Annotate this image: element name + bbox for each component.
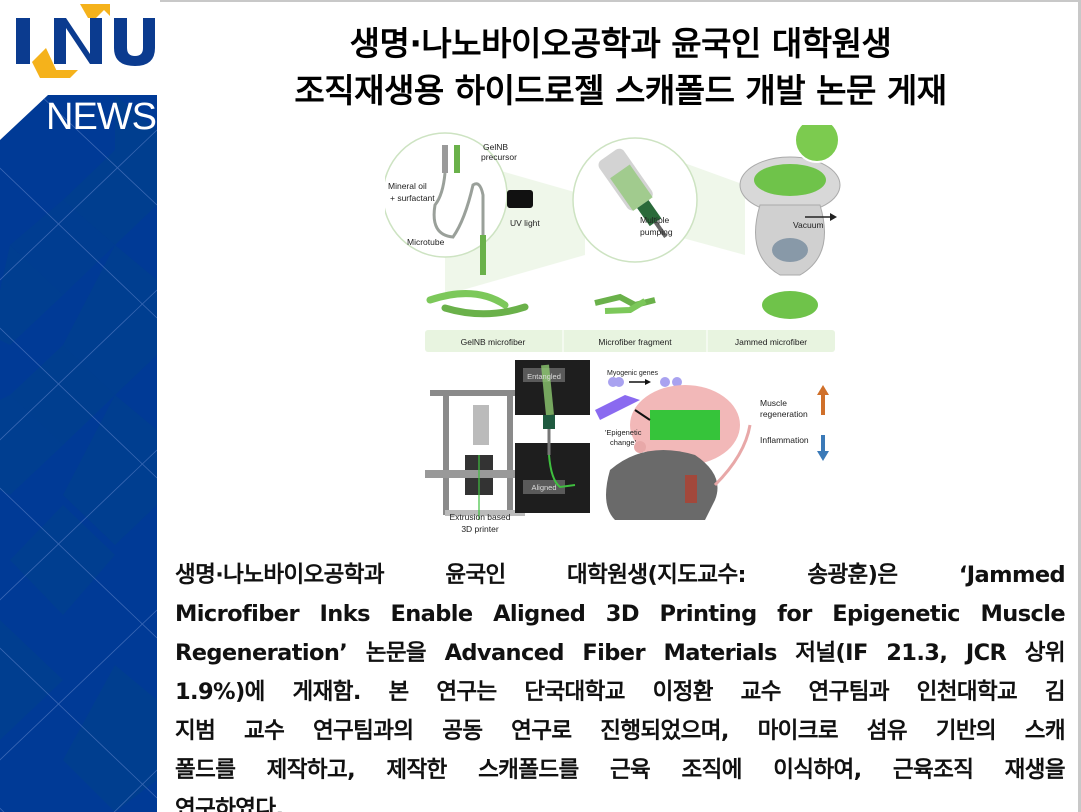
label-uv-light: UV light	[510, 218, 540, 228]
title-line-1: 생명·나노바이오공학과 윤국인 대학원생	[349, 24, 892, 63]
label-gelnb: GelNB	[483, 142, 508, 152]
label-mineral-oil: Mineral oil	[388, 181, 427, 191]
figure-illustration: GelNB precursor Mineral oil + surfactant…	[382, 117, 841, 534]
slide-top-border	[160, 0, 1081, 2]
label-myogenic-genes: Myogenic genes	[607, 370, 658, 377]
microfiber-fabrication-panel	[382, 117, 841, 352]
label-entangled: Entangled	[527, 372, 561, 381]
slide-right-border	[1078, 0, 1081, 812]
label-3d-printer: 3D printer	[461, 524, 498, 534]
label-extrusion: Extrusion based	[450, 512, 511, 522]
body-line: 생명·나노바이오공학과 윤국인 대학원생(지도교수: 송광훈)은 ‘Jammed	[175, 562, 1066, 588]
body-line: Microfiber Inks Enable Aligned 3D Printi…	[175, 601, 1066, 627]
body-line: 연구하였다.	[175, 796, 284, 812]
title-line-2: 조직재생용 하이드로젤 스캐폴드 개발 논문 게재	[294, 71, 947, 110]
mouse-muscle-illustration	[595, 377, 829, 520]
label-muscle: Muscle	[760, 398, 787, 408]
stage-jammed-microfiber: Jammed microfiber	[735, 337, 807, 347]
stage-microfiber-fragment: Microfiber fragment	[598, 337, 672, 347]
body-line: 지범 교수 연구팀과의 공동 연구로 진행되었으며, 마이크로 섬유 기반의 스…	[175, 718, 1066, 744]
body-line: Regeneration’ 논문을 Advanced Fiber Materia…	[175, 640, 1066, 666]
body-line: 폴드를 제작하고, 제작한 스캐폴드를 근육 조직에 이식하여, 근육조직 재생…	[175, 757, 1066, 783]
label-regeneration: regeneration	[760, 409, 808, 419]
label-aligned: Aligned	[531, 483, 556, 492]
label-multiple: Multiple	[640, 215, 670, 225]
label-microtube: Microtube	[407, 237, 445, 247]
label-pumping: pumping	[640, 227, 673, 237]
label-vacuum: Vacuum	[793, 220, 824, 230]
sidebar-panel: NEWS	[0, 0, 157, 812]
article-body: 생명·나노바이오공학과 윤국인 대학원생(지도교수: 송광훈)은 ‘Jammed…	[175, 556, 1066, 812]
label-epigenetic: 'Epigenetic	[605, 428, 642, 437]
label-precursor: precursor	[481, 152, 517, 162]
research-figure: GelNB precursor Mineral oil + surfactant…	[382, 117, 855, 540]
inu-logo	[16, 4, 155, 78]
stage-gelnb-microfiber: GelNB microfiber	[461, 337, 526, 347]
page-title: 생명·나노바이오공학과 윤국인 대학원생 조직재생용 하이드로젤 스캐폴드 개발…	[160, 20, 1081, 114]
label-change: change'	[610, 438, 637, 447]
diamond-pattern-background	[0, 95, 157, 812]
label-inflammation: Inflammation	[760, 435, 809, 445]
label-surfactant: + surfactant	[390, 193, 435, 203]
printer-illustration	[425, 360, 590, 520]
body-line: 1.9%)에 게재함. 본 연구는 단국대학교 이정환 교수 연구팀과 인천대학…	[175, 679, 1066, 705]
news-label: NEWS	[46, 96, 157, 138]
